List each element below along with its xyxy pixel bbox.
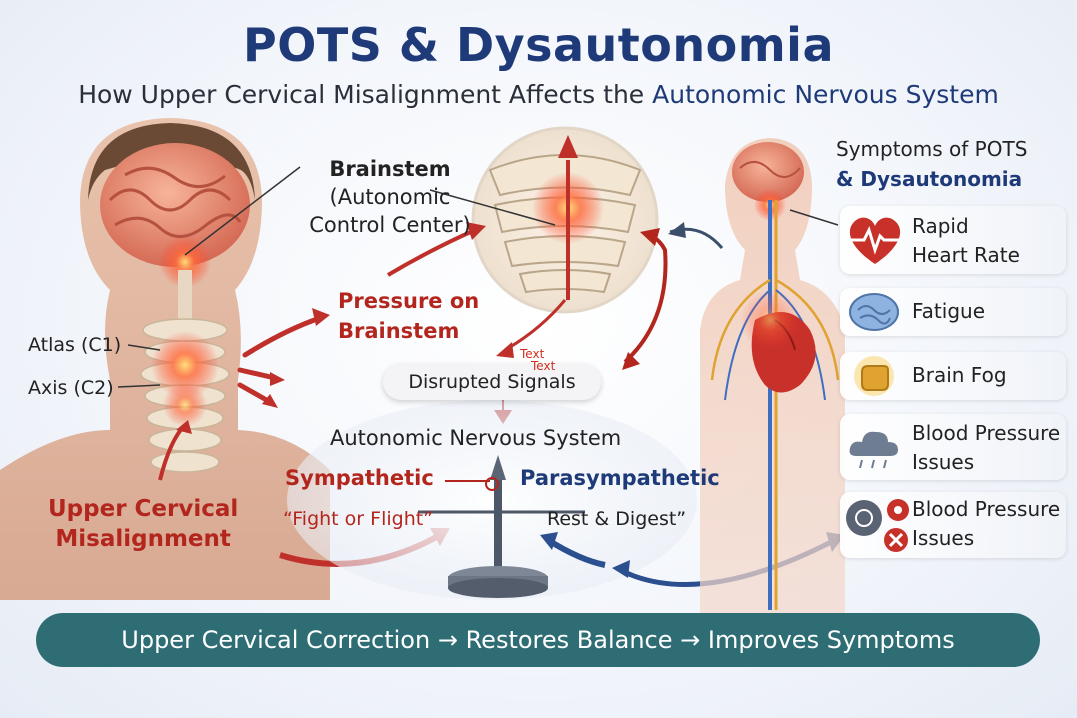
neck-arrows: [237, 315, 323, 405]
atlas-leader: [127, 344, 161, 351]
symptom-item: Blood Pressure Issues: [840, 492, 1066, 558]
banner-part-2: Restores Balance: [465, 626, 673, 654]
text-mark-1: Text: [520, 347, 545, 361]
symptom-line-1: Rapid: [912, 214, 969, 238]
fight-or-flight-label: “Fight or Flight”: [283, 508, 434, 530]
symptoms-title-1: Symptoms of POTS: [836, 137, 1028, 161]
subtitle-highlight: Autonomic Nervous System: [652, 80, 999, 109]
brainstem-desc-1: (Autonomic: [329, 185, 451, 209]
banner-part-1: Upper Cervical Correction: [121, 626, 431, 654]
symptom-line-1: Brain Fog: [912, 363, 1007, 387]
symptom-line-1: Blood Pressure: [912, 421, 1061, 445]
rest-and-digest-label: Rest & Digest”: [547, 508, 687, 530]
symptom-item: Blood Pressure Issues: [840, 414, 1066, 480]
symptom-line-2: Heart Rate: [912, 243, 1020, 267]
symptom-line-2: Issues: [912, 450, 975, 474]
misalignment-line-1: Upper Cervical: [48, 496, 239, 522]
page-title: POTS & Dysautonomia: [243, 18, 834, 72]
balance-scale-icon: [418, 455, 585, 598]
banner-part-3: Improves Symptoms: [707, 626, 955, 654]
symptoms-title-2: & Dysautonomia: [836, 167, 1023, 191]
atlas-label: Atlas (C1): [28, 334, 122, 356]
subtitle-prefix: How Upper Cervical Misalignment Affects …: [78, 80, 645, 109]
brainstem-desc-2: Control Center): [309, 213, 471, 237]
heart-rate-icon: [849, 217, 901, 264]
sympathetic-label: Sympathetic: [285, 466, 434, 490]
axis-label: Axis (C2): [28, 377, 114, 399]
text-mark-2: Text: [531, 359, 556, 373]
hand-icon: [854, 356, 894, 396]
bottom-banner: Upper Cervical Correction → Restores Bal…: [36, 613, 1040, 667]
arrow-icon: →: [680, 626, 701, 654]
left-head-figure: [0, 118, 330, 600]
ans-cloud: [287, 400, 697, 600]
cloud-icon: [849, 431, 898, 469]
brainstem-leader: [429, 189, 556, 226]
page-subtitle: How Upper Cervical Misalignment Affects …: [0, 80, 1077, 109]
misalignment-line-2: Misalignment: [55, 526, 231, 552]
pressure-line-2: Brainstem: [338, 319, 460, 343]
misalignment-label: Upper Cervical Misalignment: [48, 494, 238, 554]
symptom-item: Brain Fog: [840, 352, 1066, 400]
symptom-line-1: Fatigue: [912, 299, 985, 323]
pressure-line-1: Pressure on: [338, 289, 480, 313]
parasympathetic-label: Parasympathetic: [520, 466, 720, 490]
body-figure: [700, 138, 845, 620]
vertebra-closeup: [471, 126, 659, 314]
symptom-line-2: Issues: [912, 526, 975, 550]
brainstem-name: Brainstem: [329, 157, 451, 181]
symptom-item: Fatigue: [840, 288, 1066, 336]
ans-title: Autonomic Nervous System: [330, 426, 622, 450]
brainstem-label: Brainstem (Autonomic Control Center): [290, 155, 490, 239]
banner-bg: [36, 613, 1040, 667]
warning-icons: [846, 499, 909, 552]
disrupted-signals-pill: Disrupted Signals: [383, 364, 601, 400]
symptom-line-1: Blood Pressure: [912, 497, 1061, 521]
pressure-label: Pressure on Brainstem: [338, 286, 479, 346]
axis-leader: [117, 384, 161, 388]
arrow-icon: →: [437, 626, 458, 654]
symptom-item: Rapid Heart Rate: [840, 206, 1066, 274]
symptoms-title: Symptoms of POTS & Dysautonomia: [836, 134, 1027, 194]
brain-icon: [849, 293, 899, 331]
